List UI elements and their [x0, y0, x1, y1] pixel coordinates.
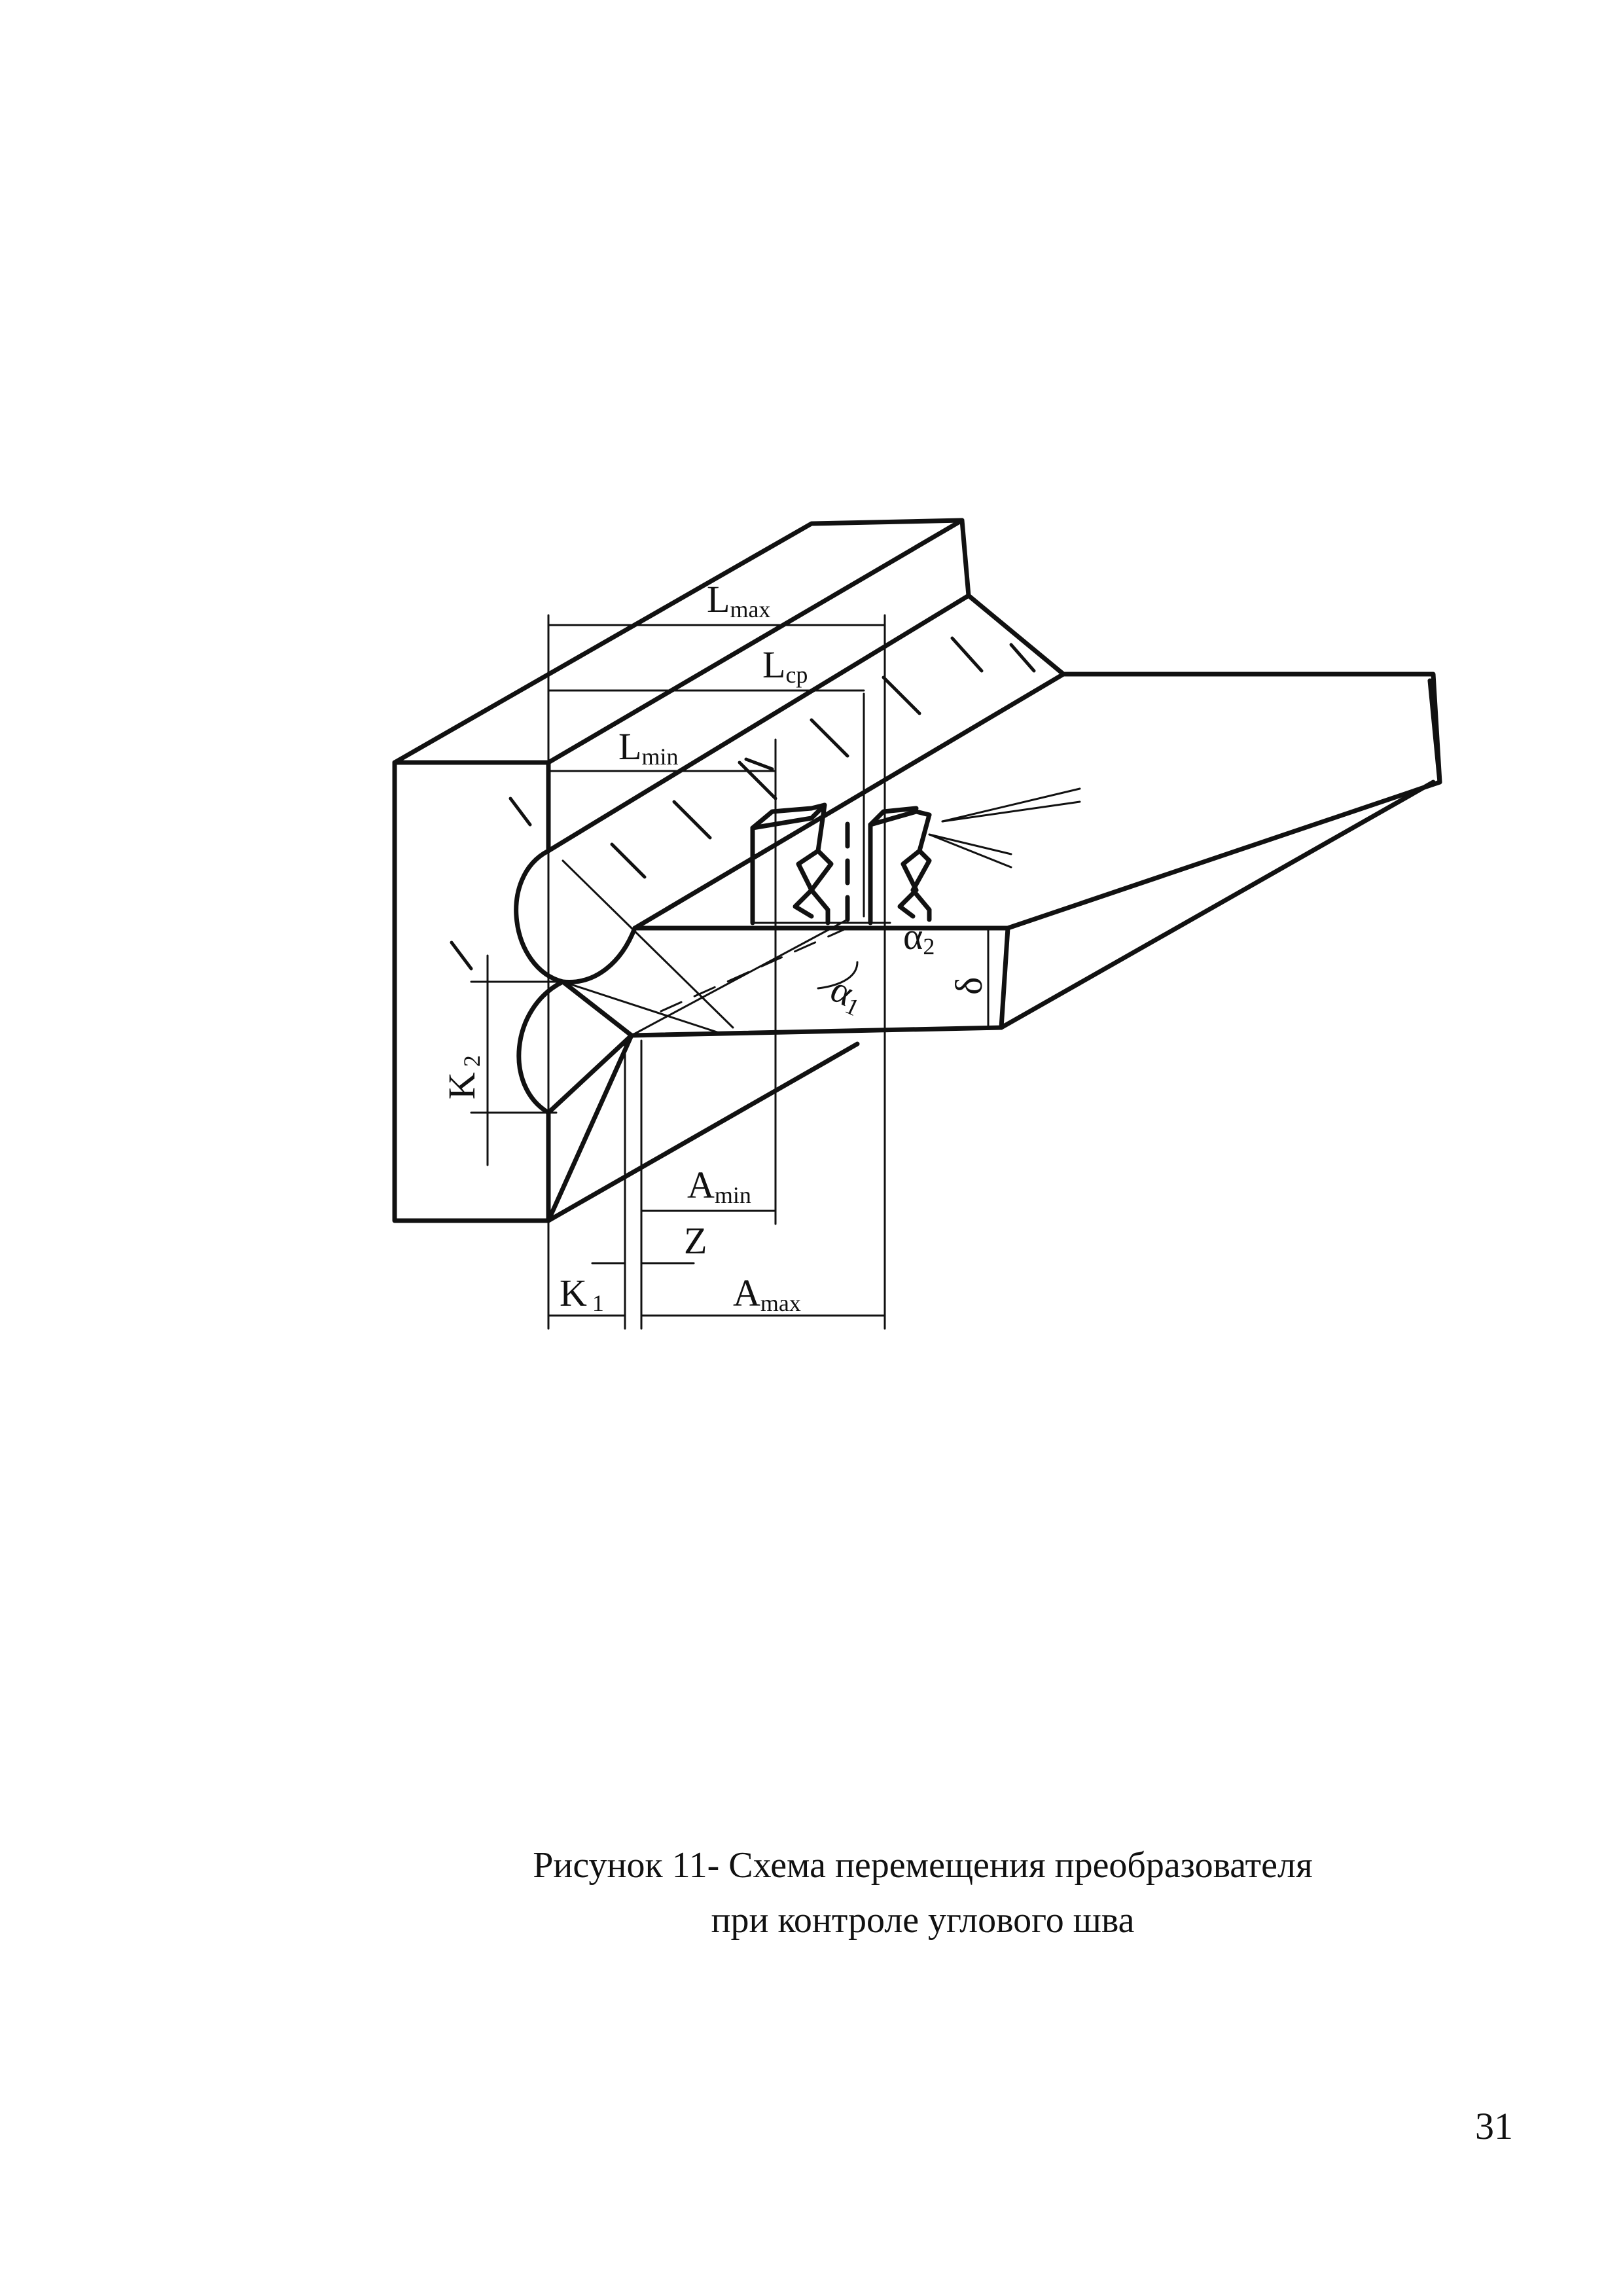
horizontal-plate	[546, 672, 1442, 1223]
dimension-lines	[470, 614, 990, 1330]
motion-arrows	[450, 757, 1081, 971]
label-l-max: Lmax	[707, 578, 770, 622]
label-delta: δ	[948, 977, 990, 995]
label-z: Z	[684, 1219, 707, 1262]
bead-hatch-marks	[610, 636, 1036, 879]
figure-caption-line-1: Рисунок 11- Схема перемещения преобразов…	[533, 1845, 1313, 1886]
page-number: 31	[1475, 2105, 1513, 2147]
label-k2: K2	[440, 1055, 485, 1100]
label-l-cp: Lcp	[762, 643, 808, 688]
label-alpha2: α2	[903, 915, 935, 960]
label-alpha1: α1	[823, 967, 871, 1021]
label-a-max: Amax	[733, 1272, 801, 1316]
label-a-min: Amin	[687, 1164, 751, 1208]
figure-caption-line-2: при контроле углового шва	[711, 1900, 1135, 1941]
weld-bead	[514, 593, 1066, 1115]
probe-positions	[750, 802, 932, 925]
label-l-min: Lmin	[618, 725, 678, 770]
